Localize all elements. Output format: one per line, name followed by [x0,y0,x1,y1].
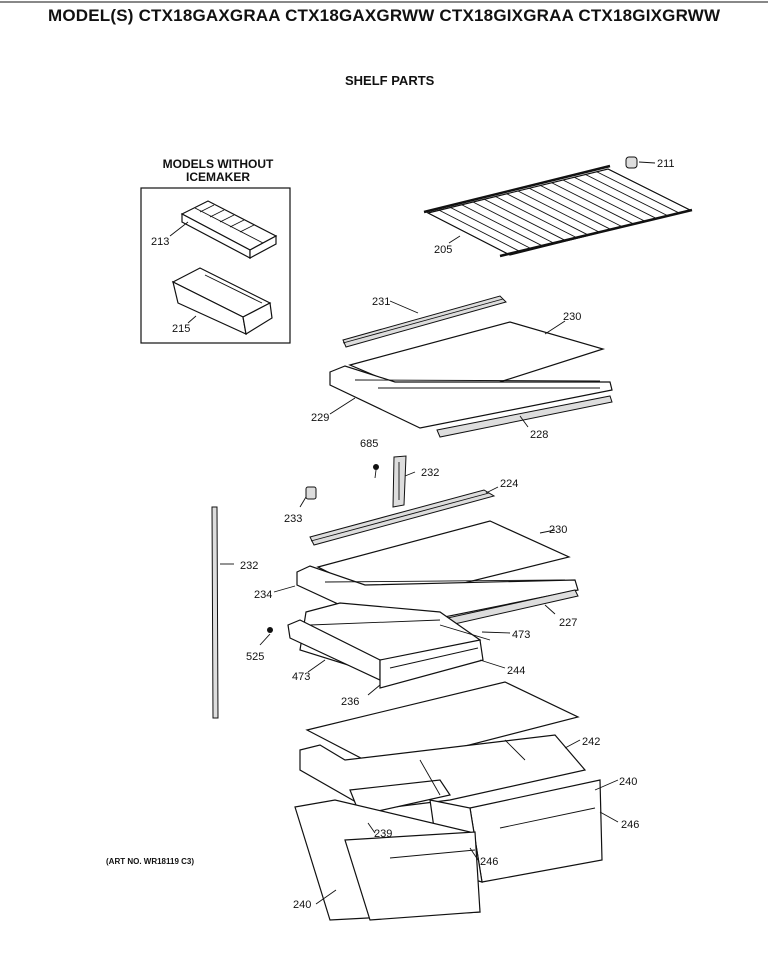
ice-tray-part-213 [180,200,278,260]
inset-box [140,187,291,344]
drawer-frame-part-236 [287,602,491,689]
callout-211: 211 [657,158,675,170]
inset-label-line2: ICEMAKER [185,170,250,184]
callout-473-right: 473 [512,629,530,641]
shelf-wire-rod [472,201,556,245]
callout-685: 685 [360,438,378,450]
callout-231: 231 [372,296,390,308]
shelf-wire-rod [607,168,691,211]
shelf-wire-rod [585,174,668,217]
drawer-left-part-240 [294,799,481,921]
clip-part-233 [305,486,317,500]
callout-525: 525 [246,651,264,663]
callout-230-upper: 230 [563,311,581,323]
upright-part-232-center [392,455,407,508]
section-title: SHELF PARTS [345,73,435,88]
callout-215: 215 [172,323,190,335]
inset-label-line1: MODELS WITHOUT [162,157,274,171]
callout-242: 242 [582,736,600,748]
shelf-wire-rod [551,182,634,225]
rail-part-231 [342,295,507,348]
art-number: (ART NO. WR18119 C3) [106,857,195,866]
crisper-frame-part-242 [299,734,587,816]
callout-236: 236 [341,696,359,708]
shelf-wire-rod [506,193,589,236]
shelf-wire-rod [540,185,623,228]
rail-part-224 [309,489,496,546]
shelf-wire-rod [495,196,578,239]
callout-246-left: 246 [480,856,498,868]
shelf-wire-rod [427,212,511,256]
inset-label: MODELS WITHOUT ICEMAKER [148,158,288,184]
shelf-wire-rod [484,198,567,242]
leader-lines [169,221,619,905]
model-list-title: MODEL(S) CTX18GAXGRAA CTX18GAXGRWW CTX18… [48,6,721,25]
shelf-wire-rod [574,176,657,219]
callout-240-left: 240 [293,899,311,911]
callout-244: 244 [507,665,525,677]
callout-232-left: 232 [240,560,258,572]
rail-part-228 [436,395,613,438]
callout-228: 228 [530,429,548,441]
frame-part-229 [329,365,613,429]
callout-224: 224 [500,478,518,490]
callout-240-right: 240 [619,776,637,788]
shelf-wire-rod [529,187,612,231]
shelf-wire-rod [596,171,679,214]
clip-part-211 [625,156,656,169]
shelf-wire-rod [450,207,533,250]
callout-233: 233 [284,513,302,525]
shelf-wire-rod [517,190,601,233]
crisper-cover-glass [305,681,580,769]
upright-part-232-left [211,506,219,719]
callout-234: 234 [254,589,272,601]
callout-227: 227 [559,617,577,629]
screw-part-685 [373,464,379,479]
screw-part-525 [267,627,273,633]
shelf-wire-rod [439,209,522,253]
callout-232-center: 232 [421,467,439,479]
callout-229: 229 [311,412,329,424]
shelf-wire-rod [562,179,646,222]
callout-473-left: 473 [292,671,310,683]
callout-239: 239 [374,828,392,840]
callout-213: 213 [151,236,169,248]
callout-230-lower: 230 [549,524,567,536]
bin-part-215 [171,267,273,336]
shelf-wire-rod [461,204,544,247]
callout-246-right: 246 [621,819,639,831]
wire-shelf-part-205 [423,164,693,258]
callout-205: 205 [434,244,452,256]
